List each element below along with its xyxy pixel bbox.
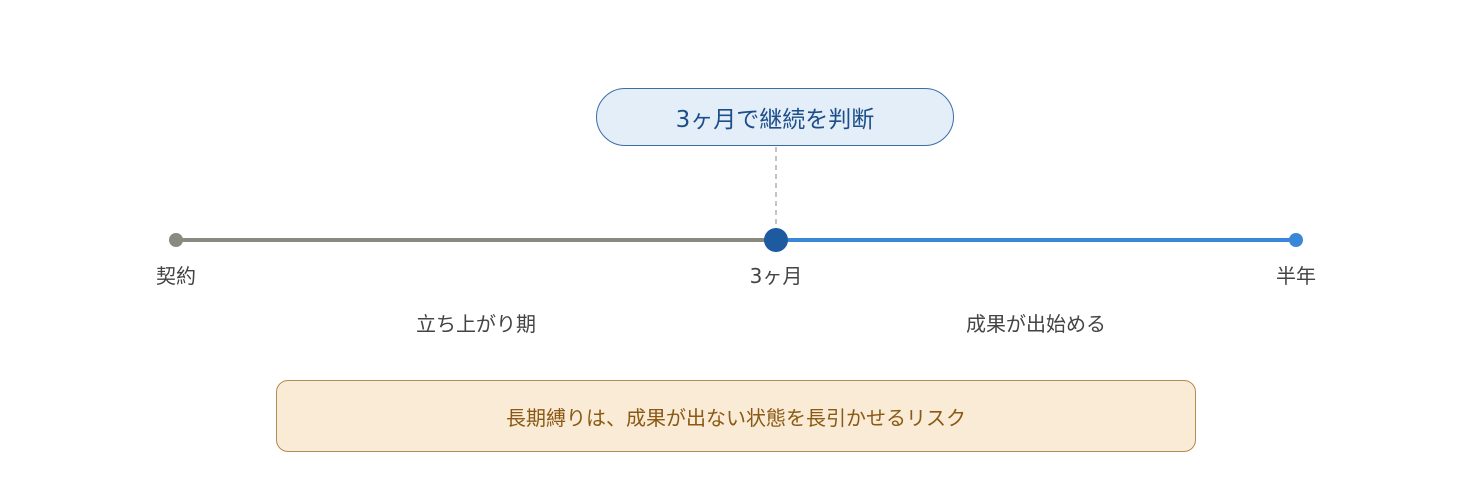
decision-marker bbox=[764, 228, 788, 252]
end-marker bbox=[1289, 233, 1303, 247]
phase-late-label: 成果が出始める bbox=[966, 312, 1106, 336]
risk-note-text: 長期縛りは、成果が出ない状態を長引かせるリスク bbox=[506, 405, 966, 430]
phase-early-label: 立ち上がり期 bbox=[416, 312, 536, 336]
milestone-end-label: 半年 bbox=[1276, 264, 1316, 288]
milestone-start-label: 契約 bbox=[156, 264, 196, 288]
decision-callout-text: 3ヶ月で継続を判断 bbox=[675, 107, 875, 133]
risk-note: 長期縛りは、成果が出ない状態を長引かせるリスク bbox=[276, 380, 1196, 452]
start-marker bbox=[169, 233, 183, 247]
milestone-middle-label: 3ヶ月 bbox=[749, 264, 803, 288]
decision-callout: 3ヶ月で継続を判断 bbox=[596, 88, 954, 146]
